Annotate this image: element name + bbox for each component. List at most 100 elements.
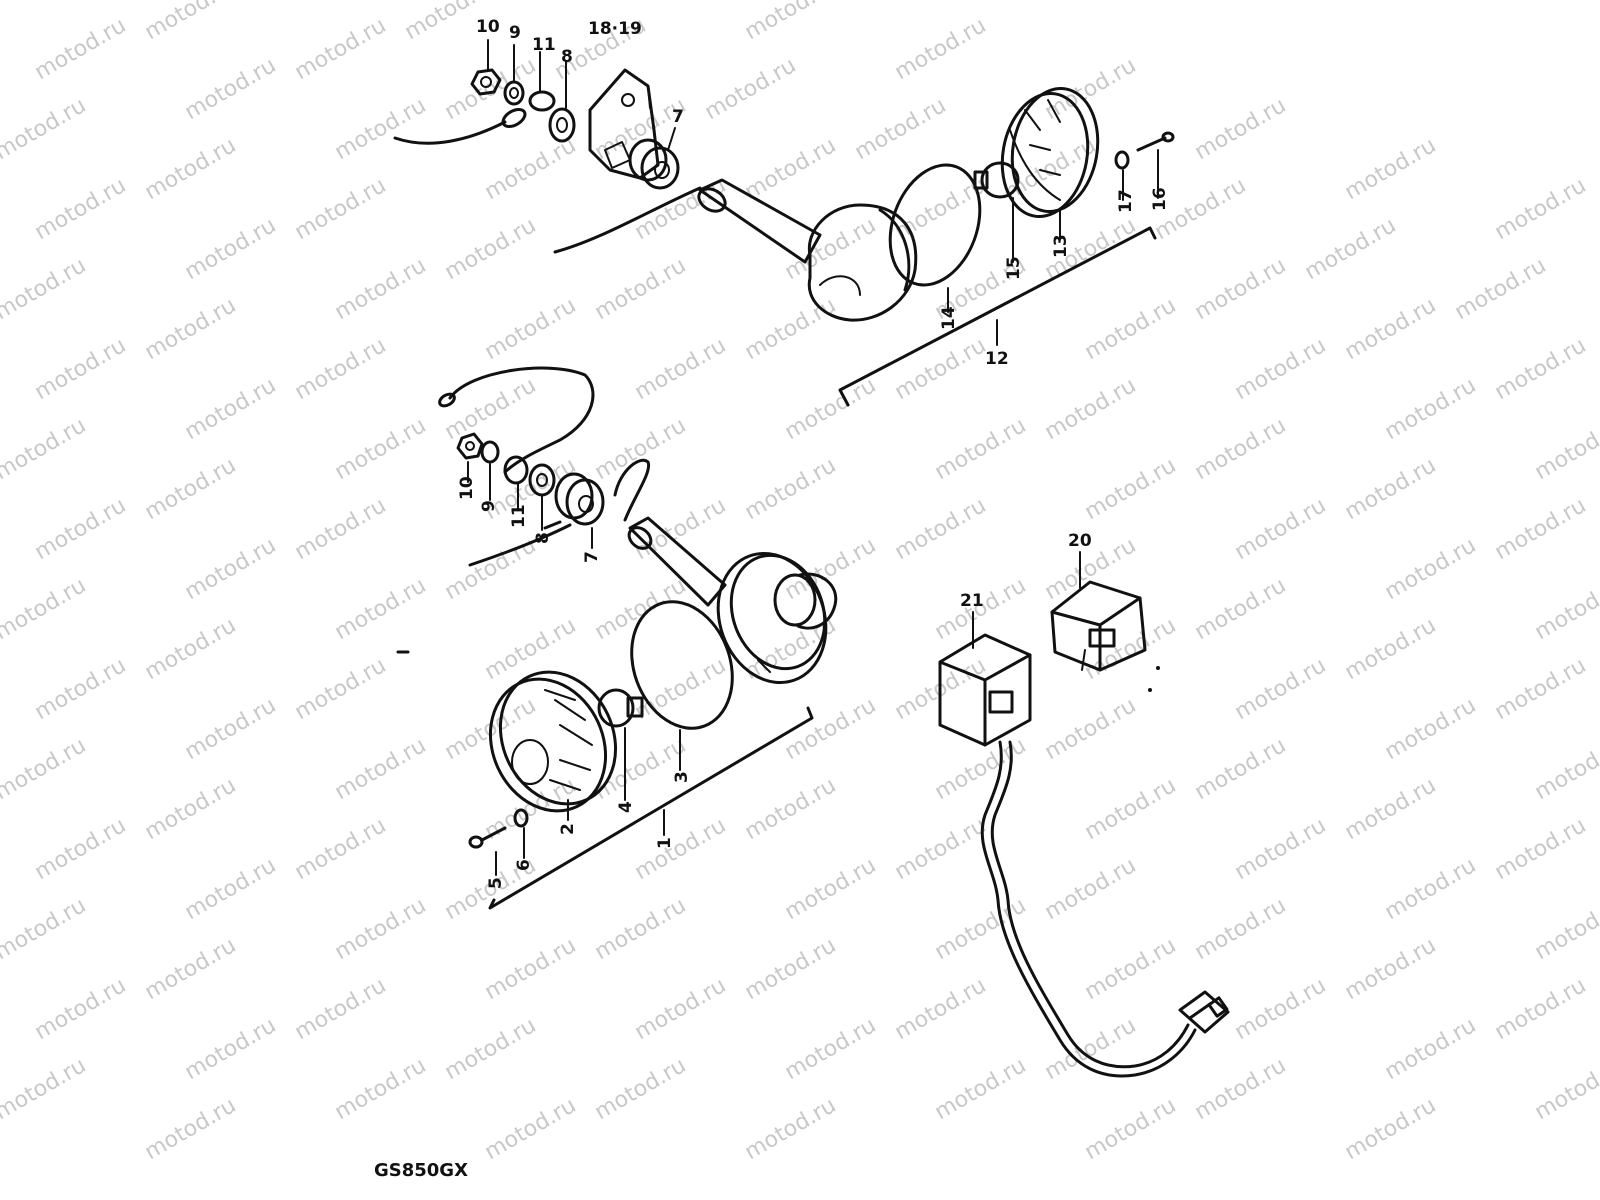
upper-gasket-14 [888,163,982,287]
model-code: GS850GX [374,1160,468,1181]
watermark-text: motod.ru [291,813,391,885]
watermark-text: motod.ru [1491,173,1591,245]
watermark-text: motod.ru [331,93,431,165]
watermark-text: motod.ru [1081,933,1181,1005]
watermark-text: motod.ru [31,973,131,1045]
lower-signal-stem [627,516,727,607]
callout-labels: 10 9 11 8 18·19 7 16 17 13 15 14 12 10 9… [457,17,1170,889]
callout-12: 12 [985,349,1009,369]
watermark-text: motod.ru [0,413,90,485]
upper-signal-stem [697,178,822,264]
lower-nut-10 [456,432,484,460]
watermark-text: motod.ru [331,893,431,965]
callout-18-19: 18·19 [588,19,642,39]
upper-washer-8 [548,107,576,143]
callout-9-upper: 9 [509,23,521,43]
lower-signal-housing [716,551,838,685]
watermark-text: motod.ru [291,173,391,245]
watermark-text: motod.ru [741,1093,841,1165]
watermark-text: motod.ru [631,333,731,405]
lower-lead-wire [448,366,595,474]
watermark-text: motod.ru [591,253,691,325]
watermark-text: motod.ru [31,653,131,725]
upper-leaders [487,39,1159,313]
watermark-text: motod.ru [1491,653,1591,725]
harness-connector [1178,990,1230,1034]
upper-terminal-ring-11 [528,90,556,112]
upper-signal-wire [553,186,702,254]
watermark-text: motod.ru [0,573,90,645]
watermark-text: motod.ru [1341,1093,1441,1165]
watermark-text: motod.ru [1341,293,1441,365]
callout-20: 20 [1068,531,1092,551]
relay-unit-20 [1050,580,1160,692]
watermark-text: motod.ru [1381,533,1481,605]
flasher-relay-21 [938,633,1032,747]
watermark-text: motod.ru [931,1053,1031,1125]
lower-assembly-bracket-1 [488,706,814,910]
lower-leaders [467,461,681,876]
watermark-text: motod.ru [331,733,431,805]
watermark-text: motod.ru [331,253,431,325]
watermark-text: motod.ru [631,973,731,1045]
callout-8-upper: 8 [561,47,573,67]
watermark-text: motod.ru [741,773,841,845]
callout-4: 4 [616,801,636,813]
watermark-text: motod.ru [0,253,90,325]
lower-bulb-4 [597,688,644,728]
watermark-text: motod.ru [291,333,391,405]
watermark-text: motod.ru [741,0,841,45]
watermark-text: motod.ru [31,13,131,85]
watermark-text: motod.ru [931,413,1031,485]
watermark-text: motod.ru [931,893,1031,965]
watermark-text: motod.ru [291,973,391,1045]
upper-washer-17 [1114,150,1130,170]
watermark-text: motod.ru [1191,893,1291,965]
watermark-text: motod.ru [1191,413,1291,485]
watermark-text: motod.ru [31,173,131,245]
callout-16: 16 [1150,187,1170,211]
callout-5: 5 [486,877,506,889]
watermark-text: motod.ru [1191,733,1291,805]
lower-gasket-3 [630,600,734,730]
watermark-text: motod.ru [0,893,90,965]
watermark-text: motod.ru [141,933,241,1005]
callout-7-lower: 7 [582,551,602,563]
watermark-text: motod.ru [141,773,241,845]
watermark-text: motod.ru [1341,933,1441,1005]
callout-2: 2 [558,823,578,835]
watermark-text: motod.ru [591,1053,691,1125]
watermark-text: motod.ru [1231,333,1331,405]
upper-assembly-bracket-12 [838,226,1157,407]
watermark-text: motod.ru [1081,293,1181,365]
callout-13: 13 [1051,234,1071,258]
watermark-text: motod.ru [1081,453,1181,525]
watermark-text: motod.ru [891,13,991,85]
upper-turn-signal-assembly [393,39,1175,407]
relay-leaders [972,551,1081,649]
watermark-text: motod.ru [891,813,991,885]
upper-grommet-7 [628,138,680,190]
callout-3: 3 [672,771,692,783]
lower-terminal-ring-11 [503,455,529,485]
watermark-text: motod.ru [1191,573,1291,645]
watermark-text: motod.ru [441,373,541,445]
watermark-text: motod.ru [141,453,241,525]
watermark-text: motod.ru [1301,213,1401,285]
lower-short-wire [468,523,572,567]
upper-lens-13 [1000,87,1100,218]
lower-washer-6 [513,808,529,828]
watermark-text: motod.ru [481,133,581,205]
watermark-text: motod.ru [1081,773,1181,845]
relay-harness-wire [980,740,1197,1078]
watermark-text: motod.ru [1081,1093,1181,1165]
watermark-text: motod.ru [31,493,131,565]
watermark-text: motod.ru [1491,973,1591,1045]
watermark-text: motod.ru [781,853,881,925]
watermark-text: motod.ru [1381,693,1481,765]
callout-10-lower: 10 [457,476,477,500]
watermark-text: motod.ru [591,893,691,965]
watermark-text: motod.ru [891,333,991,405]
watermark-text: motod.ru [1231,493,1331,565]
